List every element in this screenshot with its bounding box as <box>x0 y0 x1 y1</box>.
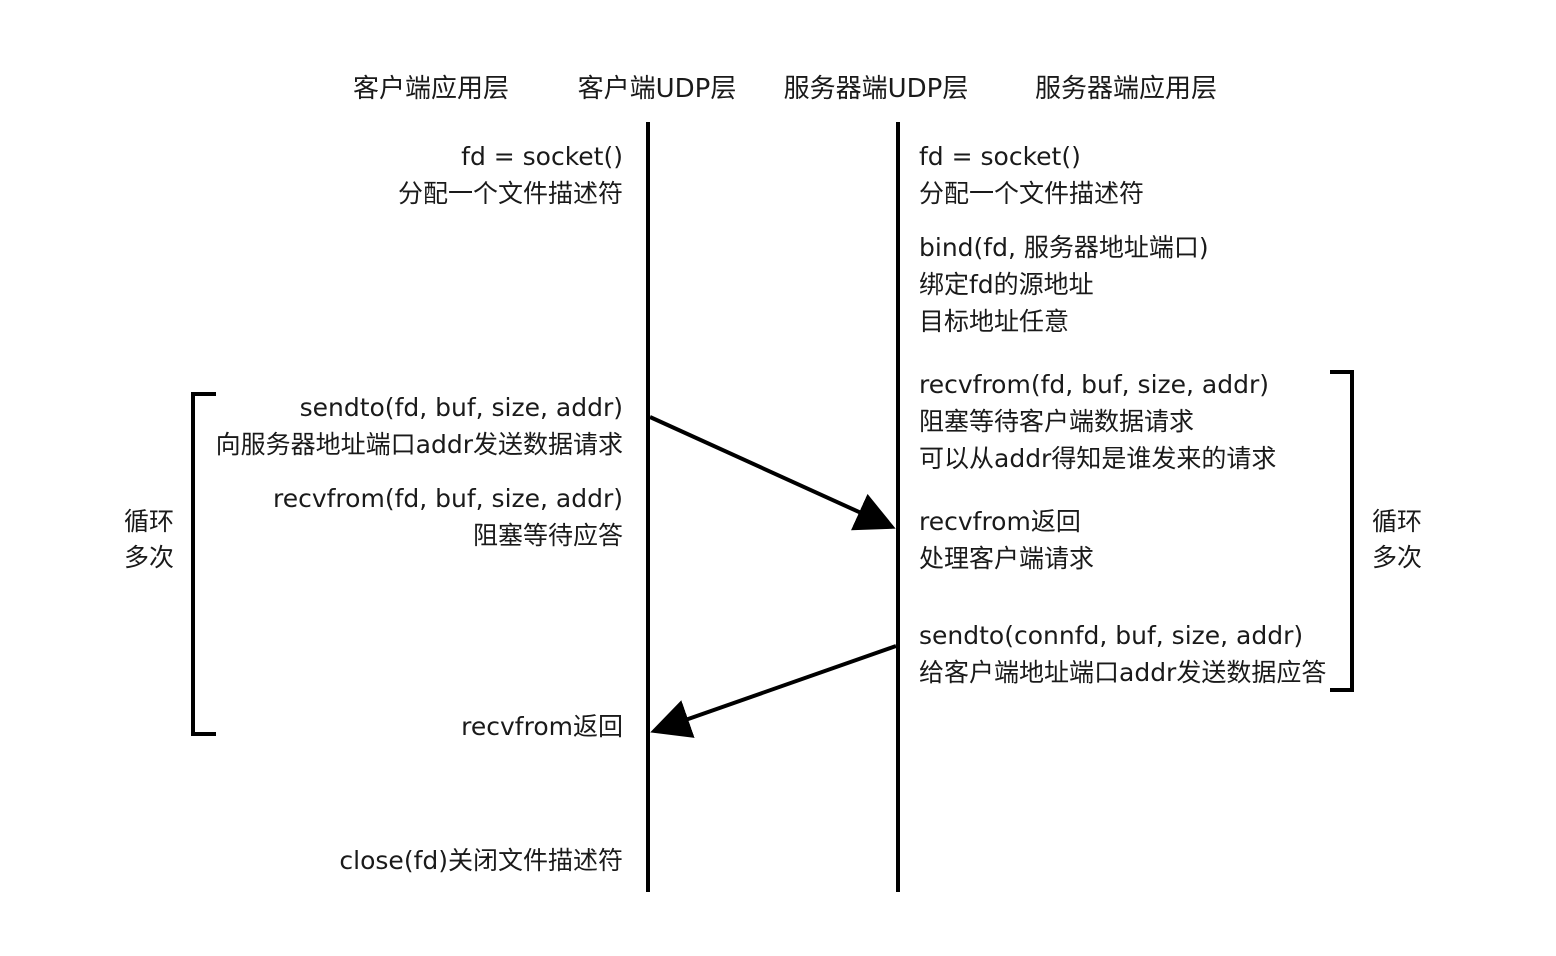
client-recvfrom-return: recvfrom返回 <box>461 712 623 741</box>
client-loop-label: 循环 多次 <box>124 504 174 576</box>
server-loop-label-line2: 多次 <box>1372 543 1423 572</box>
server-recvfrom-block: recvfrom(fd, buf, size, addr) 阻塞等待客户端数据请… <box>919 366 1276 477</box>
server-sendto-call: sendto(connfd, buf, size, addr) <box>919 621 1304 650</box>
response-arrow <box>650 644 897 738</box>
server-sendto-block: sendto(connfd, buf, size, addr) 给客户端地址端口… <box>919 617 1326 691</box>
server-bind-desc1: 绑定fd的源地址 <box>919 270 1094 299</box>
client-recvfrom-call: recvfrom(fd, buf, size, addr) <box>272 484 623 513</box>
server-socket-desc: 分配一个文件描述符 <box>919 179 1145 208</box>
client-socket-call: fd = socket() <box>461 142 623 171</box>
server-bind-desc2: 目标地址任意 <box>919 307 1070 336</box>
server-recvfrom-desc1: 阻塞等待客户端数据请求 <box>919 407 1195 436</box>
server-sendto-desc: 给客户端地址端口addr发送数据应答 <box>919 658 1327 687</box>
client-sendto-desc: 向服务器地址端口addr发送数据请求 <box>215 430 623 459</box>
server-loop-label-line1: 循环 <box>1372 507 1423 536</box>
client-socket-desc: 分配一个文件描述符 <box>397 179 623 208</box>
server-socket-block: fd = socket() 分配一个文件描述符 <box>919 138 1144 212</box>
header-server-app: 服务器端应用层 <box>1034 74 1218 104</box>
client-loop-bracket <box>191 392 216 736</box>
server-bind-call: bind(fd, 服务器地址端口) <box>919 233 1209 262</box>
server-socket-call: fd = socket() <box>919 142 1081 171</box>
client-recvfrom-desc: 阻塞等待应答 <box>472 521 623 550</box>
header-client-udp: 客户端UDP层 <box>577 74 737 104</box>
server-recvfrom-call: recvfrom(fd, buf, size, addr) <box>919 370 1270 399</box>
client-sendto-call: sendto(fd, buf, size, addr) <box>299 393 623 422</box>
server-loop-bracket <box>1330 370 1354 692</box>
header-client-app: 客户端应用层 <box>352 74 510 104</box>
server-recvfrom-return-call: recvfrom返回 <box>919 507 1081 536</box>
server-recvfrom-return-desc: 处理客户端请求 <box>919 544 1095 573</box>
server-recvfrom-return-block: recvfrom返回 处理客户端请求 <box>919 503 1094 577</box>
header-server-udp: 服务器端UDP层 <box>783 74 969 104</box>
client-loop-label-line1: 循环 <box>124 507 175 536</box>
client-socket-block: fd = socket() 分配一个文件描述符 <box>398 138 623 212</box>
client-loop-label-line2: 多次 <box>124 543 175 572</box>
client-sendto-block: sendto(fd, buf, size, addr) 向服务器地址端口addr… <box>216 389 623 463</box>
server-loop-label: 循环 多次 <box>1372 504 1422 576</box>
client-recvfrom-block: recvfrom(fd, buf, size, addr) 阻塞等待应答 <box>273 480 623 554</box>
server-recvfrom-desc2: 可以从addr得知是谁发来的请求 <box>919 444 1277 473</box>
client-close: close(fd)关闭文件描述符 <box>339 846 623 875</box>
server-bind-block: bind(fd, 服务器地址端口) 绑定fd的源地址 目标地址任意 <box>919 229 1209 340</box>
request-arrow <box>649 415 896 531</box>
